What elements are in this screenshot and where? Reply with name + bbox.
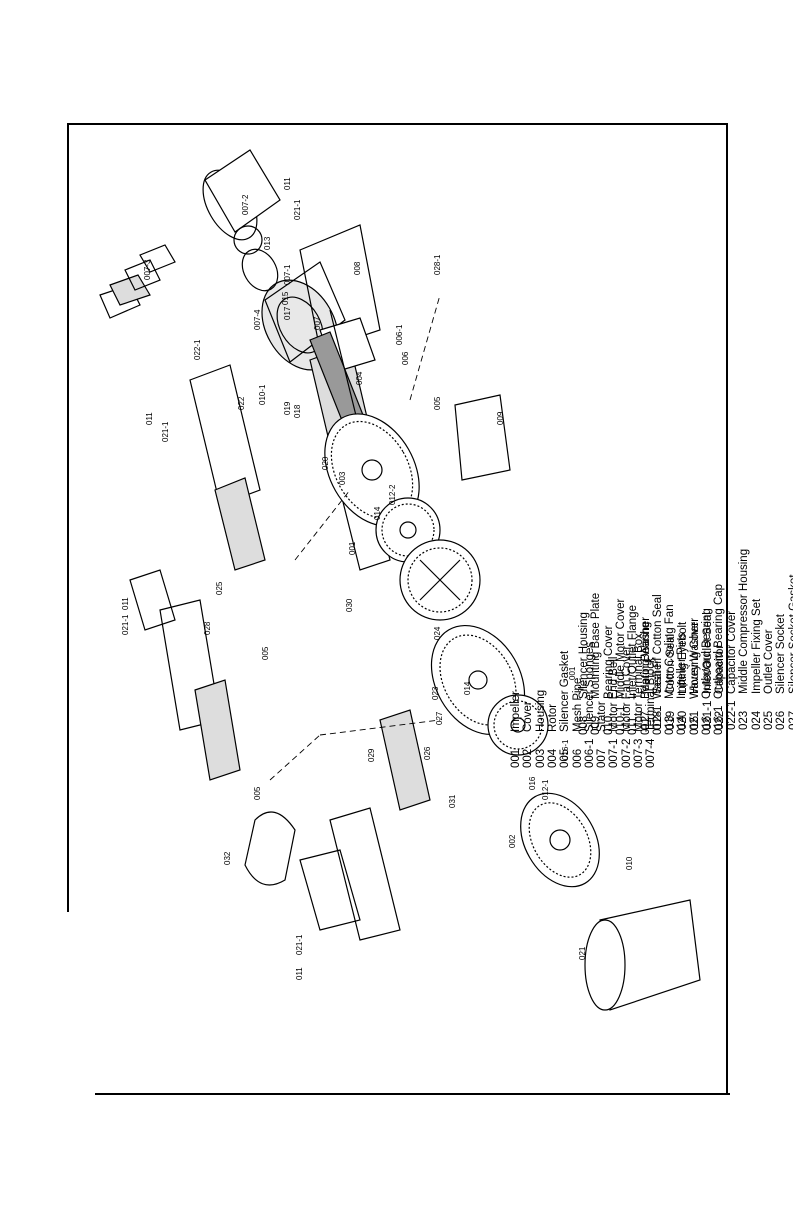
svg-text:018: 018 <box>293 404 302 418</box>
svg-text:005: 005 <box>261 646 270 660</box>
callout-011: 011 <box>283 177 292 190</box>
svg-text:027: 027 <box>435 711 444 725</box>
middle-compressor-cover <box>399 539 481 621</box>
svg-text:011: 011 <box>295 967 304 980</box>
terminal-box <box>99 244 176 319</box>
left-silencer-pipe-upper <box>129 569 241 781</box>
svg-text:019: 019 <box>283 401 292 415</box>
svg-text:021-1: 021-1 <box>295 934 304 955</box>
svg-text:029: 029 <box>367 748 376 762</box>
svg-text:011: 011 <box>121 597 130 610</box>
svg-text:012-1: 012-1 <box>541 779 550 800</box>
bottom-rule <box>95 1093 730 1095</box>
svg-text:021: 021 <box>578 946 587 960</box>
mounting-base-plate <box>454 394 511 481</box>
svg-text:010-1: 010-1 <box>258 384 267 405</box>
svg-text:007: 007 <box>313 316 322 330</box>
svg-text:007-1: 007-1 <box>283 264 292 285</box>
left-silencer-pipe-lower <box>299 709 431 941</box>
svg-text:001: 001 <box>568 666 577 680</box>
svg-text:028: 028 <box>203 621 212 635</box>
svg-text:007-2: 007-2 <box>241 194 250 215</box>
svg-text:026: 026 <box>423 746 432 760</box>
motor-end-bell <box>233 225 279 292</box>
svg-text:030: 030 <box>345 598 354 612</box>
impeller-lower <box>487 694 549 756</box>
svg-text:016-1: 016-1 <box>561 739 570 760</box>
svg-text:028-1: 028-1 <box>433 254 442 275</box>
svg-text:006: 006 <box>401 351 410 365</box>
svg-text:022: 022 <box>237 396 246 410</box>
svg-text:009: 009 <box>496 411 505 425</box>
svg-text:031: 031 <box>448 794 457 808</box>
svg-text:011: 011 <box>145 412 154 425</box>
svg-text:016: 016 <box>528 776 537 790</box>
svg-text:032: 032 <box>223 851 232 865</box>
svg-text:024: 024 <box>433 626 442 640</box>
svg-text:007-3: 007-3 <box>143 259 152 280</box>
svg-text:006-1: 006-1 <box>395 324 404 345</box>
fan-cover-drum <box>202 149 281 241</box>
svg-text:007-4: 007-4 <box>253 309 262 330</box>
svg-text:004: 004 <box>355 371 364 385</box>
svg-text:021-1: 021-1 <box>161 421 170 442</box>
svg-text:025: 025 <box>215 581 224 595</box>
elbow-pipe <box>244 811 296 886</box>
svg-text:013: 013 <box>263 236 272 250</box>
svg-text:012-2: 012-2 <box>388 484 397 505</box>
svg-text:017: 017 <box>283 306 292 320</box>
svg-text:005: 005 <box>433 396 442 410</box>
frame-notch <box>60 912 70 1095</box>
svg-text:014: 014 <box>463 681 472 695</box>
svg-text:021-1: 021-1 <box>121 614 130 635</box>
svg-text:023: 023 <box>431 686 440 700</box>
svg-text:001: 001 <box>348 541 357 555</box>
housing-cover <box>584 899 701 1011</box>
svg-text:005: 005 <box>253 786 262 800</box>
center-silencer-pipe <box>189 364 266 571</box>
svg-text:014: 014 <box>373 506 382 520</box>
svg-text:002: 002 <box>508 834 517 848</box>
cover <box>520 792 600 888</box>
svg-text:010: 010 <box>625 856 634 870</box>
svg-text:015: 015 <box>281 291 290 305</box>
svg-text:008: 008 <box>353 261 362 275</box>
svg-text:021-1: 021-1 <box>293 199 302 220</box>
svg-text:022-1: 022-1 <box>193 339 202 360</box>
svg-text:020: 020 <box>321 456 330 470</box>
svg-text:003: 003 <box>338 471 347 485</box>
diagram-frame <box>67 123 728 1095</box>
